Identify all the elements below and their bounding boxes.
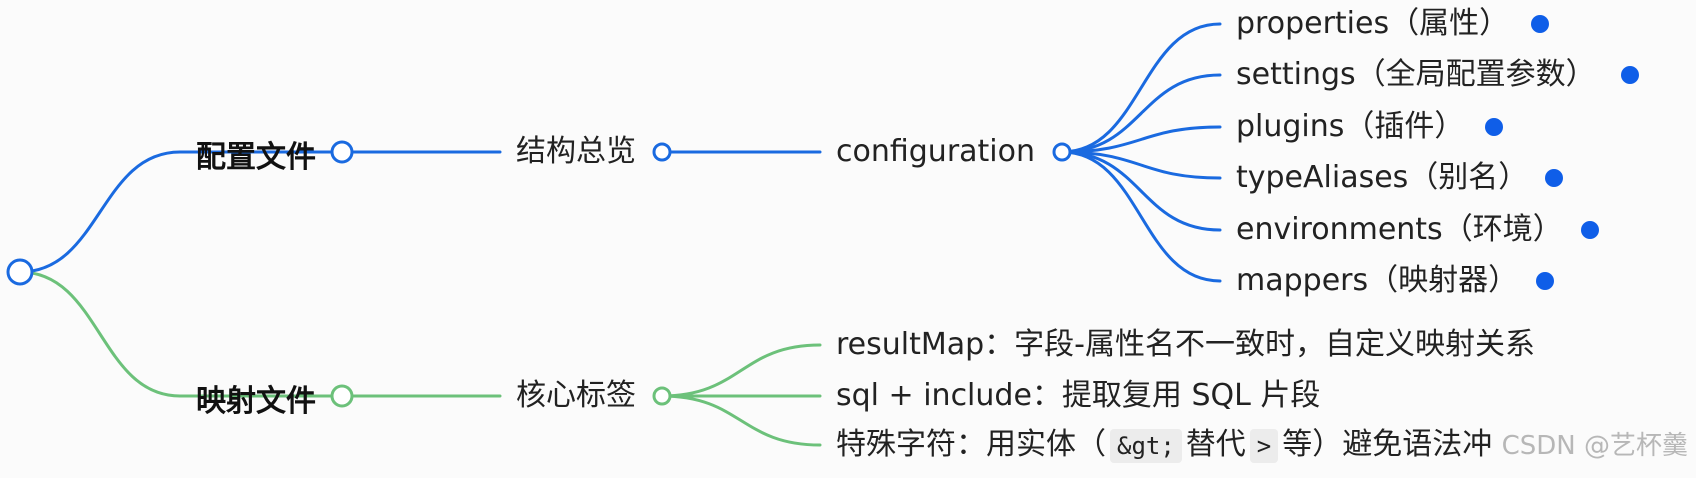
root-node[interactable]: [6, 258, 34, 286]
leaf-special-chars: 特殊字符：用实体（&gt;替代>等）避免语法冲: [836, 427, 1493, 463]
edge-configuration-leaf: [1060, 150, 1222, 232]
mindmap-nodes: [6, 15, 1639, 408]
node-label-structure-overview: 结构总览: [516, 134, 636, 169]
node-label-core-tags: 核心标签: [516, 378, 636, 413]
leaf-environments: environments（环境）: [1236, 212, 1563, 247]
leaf-end-dot: [1621, 66, 1639, 84]
leaf-properties: properties（属性）: [1236, 6, 1510, 41]
leaf-end-dot: [1485, 118, 1503, 136]
edge-root-config: [18, 150, 182, 274]
leaf-end-dot: [1536, 272, 1554, 290]
node-mapping-file-toggle[interactable]: [330, 384, 354, 408]
leaf-settings: settings（全局配置参数）: [1236, 57, 1596, 92]
node-structure-overview-toggle[interactable]: [652, 142, 672, 162]
edge-configuration-leaf: [1060, 73, 1222, 154]
leaf-end-dot: [1581, 221, 1599, 239]
leaf-end-dot: [1545, 169, 1563, 187]
node-config-file-toggle[interactable]: [330, 140, 354, 164]
leaf-plugins: plugins（插件）: [1236, 109, 1465, 144]
node-label-configuration: configuration: [836, 134, 1035, 169]
branch-label-config-file: 配置文件: [196, 140, 316, 175]
special-chars-middle: 替代: [1185, 427, 1246, 462]
special-chars-prefix: 特殊字符：用实体（: [836, 427, 1106, 462]
leaf-resultmap: resultMap：字段-属性名不一致时，自定义映射关系: [836, 327, 1536, 362]
edge-core-leaf: [660, 343, 822, 398]
entity-code-gt: &gt;: [1110, 428, 1182, 463]
leaf-mappers: mappers（映射器）: [1236, 263, 1519, 298]
edge-root-mapping: [18, 270, 182, 398]
leaf-sql-include: sql + include：提取复用 SQL 片段: [836, 378, 1321, 413]
edge-configuration-leaf: [1060, 125, 1222, 154]
special-chars-suffix: 等）避免语法冲: [1282, 427, 1493, 462]
entity-code-symbol: >: [1249, 428, 1279, 463]
watermark: CSDN @艺杯羹: [1501, 431, 1688, 461]
edge-configuration-leaf: [1060, 150, 1222, 180]
edge-configuration-leaf: [1060, 22, 1222, 154]
leaf-end-dot: [1531, 15, 1549, 33]
branch-label-mapping-file: 映射文件: [196, 384, 316, 419]
edge-core-leaf: [660, 394, 822, 447]
edge-configuration-leaf: [1060, 150, 1222, 283]
leaf-typealiases: typeAliases（别名）: [1236, 160, 1529, 195]
node-configuration-toggle[interactable]: [1052, 142, 1072, 162]
mindmap-edges: [18, 22, 1222, 447]
node-core-tags-toggle[interactable]: [652, 386, 672, 406]
